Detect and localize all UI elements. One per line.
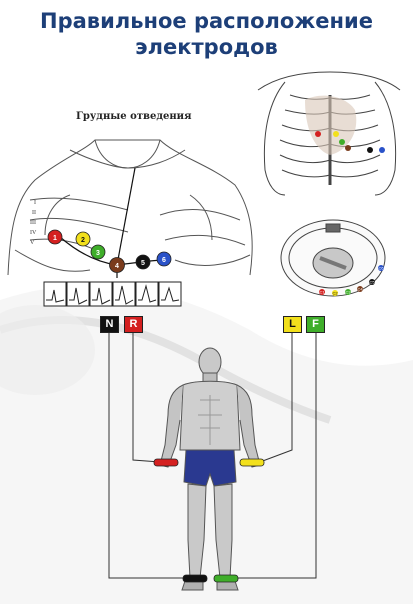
right-arm-electrode <box>153 458 179 467</box>
chest-leads-caption: Грудные отведения <box>76 111 192 122</box>
thorax-cross-section <box>280 219 386 297</box>
ecg-strips <box>43 281 182 307</box>
title-line-1: Правильное расположение <box>40 9 373 33</box>
chest-electrode-v3 <box>90 244 106 260</box>
lead-tag-r: R <box>124 316 143 333</box>
lead-tag-f: F <box>306 316 325 333</box>
chest-electrode-v1 <box>47 229 63 245</box>
page-title: Правильное расположение электродов <box>0 8 413 60</box>
limb-lead-wires <box>108 332 317 579</box>
chest-electrode-v2 <box>75 231 91 247</box>
chest-electrode-v4 <box>109 257 125 273</box>
lead-tag-l: L <box>283 316 302 333</box>
rib-label: II <box>32 210 36 216</box>
chest-electrode-label: 4 <box>115 263 119 270</box>
chest-electrode-label: 3 <box>96 250 100 257</box>
limb-electrode-bands <box>153 458 265 583</box>
rib-label: V <box>30 240 35 246</box>
chest-electrode-label: 6 <box>162 257 166 264</box>
ecg-waveforms <box>46 284 180 305</box>
title-line-2: электродов <box>135 35 278 59</box>
chest-electrode-v5 <box>135 254 151 270</box>
chest-electrodes <box>47 229 172 273</box>
left-leg-electrode <box>213 574 239 583</box>
chest-electrode-v6 <box>156 251 172 267</box>
rib-cage-electrodes <box>315 131 385 153</box>
rib-label: IV <box>30 230 37 236</box>
cross-section-electrodes <box>319 265 384 296</box>
rib-label: III <box>30 220 36 226</box>
right-leg-electrode <box>182 574 208 583</box>
chest-electrode-label: 2 <box>81 237 85 244</box>
human-figure <box>159 347 261 591</box>
chest-electrode-label: 5 <box>141 260 145 267</box>
rib-label: I <box>34 200 36 206</box>
lead-tag-n: N <box>100 316 119 333</box>
chest-electrode-label: 1 <box>53 235 57 242</box>
left-arm-electrode <box>239 458 265 467</box>
chest-torso-sketch <box>7 139 253 276</box>
